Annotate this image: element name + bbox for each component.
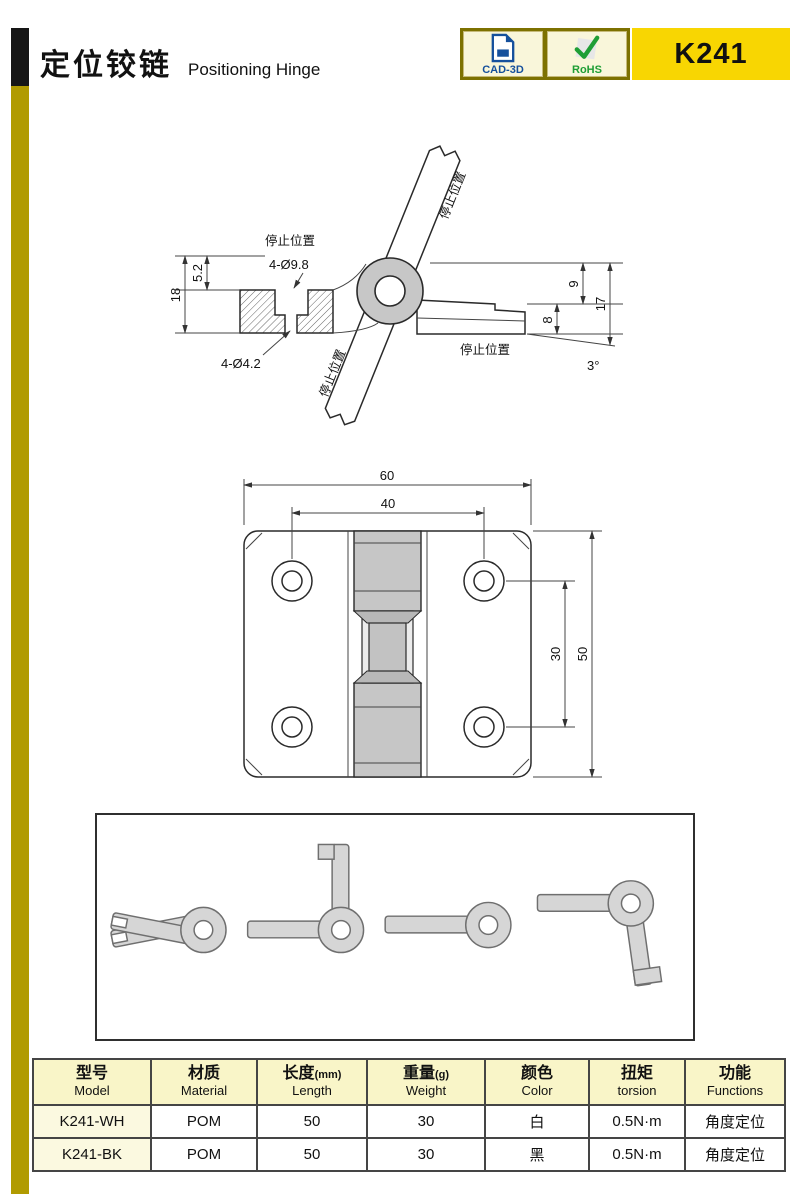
- hinge-position-4: [536, 880, 663, 987]
- dim-counterbore-label: 4-Ø9.8: [269, 257, 309, 272]
- left-stripe-top-block: [11, 28, 29, 86]
- cad-3d-badge[interactable]: CAD-3D: [463, 31, 543, 77]
- hinge-pin: [368, 622, 407, 672]
- dim-30-label: 30: [548, 647, 563, 661]
- front-view-dimensions: 60 40 30 50: [243, 468, 602, 778]
- rohs-check-icon: [574, 35, 600, 60]
- cell-color: 白: [484, 1104, 590, 1139]
- badge-panel: CAD-3D RoHS: [460, 28, 630, 80]
- dim-9-label: 9: [566, 280, 581, 287]
- hinge-position-1: [110, 906, 227, 954]
- right-arm: [416, 299, 526, 335]
- side-view-drawing: 5.2 18 4-Ø9.8 4-Ø4.2 停止位置 停止位置 停止位置 停止位置…: [145, 132, 645, 444]
- cell-color: 黑: [484, 1137, 590, 1172]
- cell-functions: 角度定位: [684, 1137, 786, 1172]
- hinge-barrel: [352, 530, 423, 778]
- front-view-svg: 60 40 30 50: [243, 468, 602, 778]
- table-row: K241-WH POM 50 30 白 0.5N·m 角度定位: [32, 1104, 786, 1139]
- rohs-badge[interactable]: RoHS: [547, 31, 627, 77]
- page-title-cn: 定位铰链: [40, 49, 172, 82]
- spec-table: 型号 Model 材质 Material 长度(mm) Length 重量(g)…: [32, 1058, 786, 1172]
- side-view-svg: 5.2 18 4-Ø9.8 4-Ø4.2 停止位置 停止位置 停止位置 停止位置…: [168, 145, 623, 426]
- cell-torsion: 0.5N·m: [588, 1104, 686, 1139]
- dim-17-label: 17: [593, 297, 608, 311]
- dim-18-label: 18: [168, 288, 183, 302]
- position-examples-box: [95, 813, 695, 1041]
- spec-table-header-row: 型号 Model 材质 Material 长度(mm) Length 重量(g)…: [32, 1058, 786, 1106]
- left-plate-section: [239, 263, 379, 334]
- col-header-material: 材质 Material: [150, 1058, 258, 1106]
- cad-3d-icon: [491, 33, 515, 63]
- position-examples-svg: [110, 843, 663, 987]
- cell-torsion: 0.5N·m: [588, 1137, 686, 1172]
- dim-50-label: 50: [575, 647, 590, 661]
- rohs-label: RoHS: [572, 64, 602, 76]
- dim-hole-label: 4-Ø4.2: [221, 356, 261, 371]
- model-code-box: K241: [632, 28, 790, 80]
- page-title-en: Positioning Hinge: [188, 60, 321, 79]
- col-header-functions: 功能 Functions: [684, 1058, 786, 1106]
- col-header-weight: 重量(g) Weight: [366, 1058, 486, 1106]
- cell-model: K241-BK: [32, 1137, 152, 1172]
- cell-material: POM: [150, 1104, 258, 1139]
- left-dimensions: 5.2 18 4-Ø9.8 4-Ø4.2: [168, 255, 309, 371]
- header: 定位铰链 Positioning Hinge: [40, 40, 320, 84]
- col-header-model: 型号 Model: [32, 1058, 152, 1106]
- pivot-knuckle: [356, 257, 424, 325]
- mounting-holes: [271, 560, 505, 748]
- cell-weight: 30: [366, 1104, 486, 1139]
- front-view-drawing: 60 40 30 50: [230, 455, 630, 800]
- cell-length: 50: [256, 1137, 368, 1172]
- col-header-torsion: 扭矩 torsion: [588, 1058, 686, 1106]
- cad-3d-label: CAD-3D: [482, 64, 524, 76]
- dim-60-label: 60: [380, 468, 394, 483]
- stop-label-left: 停止位置: [265, 233, 315, 248]
- dim-40-label: 40: [381, 496, 395, 511]
- dim-8-label: 8: [540, 316, 555, 323]
- col-header-color: 颜色 Color: [484, 1058, 590, 1106]
- left-stripe: [11, 86, 29, 1194]
- cell-model: K241-WH: [32, 1104, 152, 1139]
- right-dimensions: 9 8 17 3°: [430, 262, 623, 373]
- table-row: K241-BK POM 50 30 黑 0.5N·m 角度定位: [32, 1137, 786, 1172]
- dim-5-2-label: 5.2: [190, 264, 205, 282]
- cell-functions: 角度定位: [684, 1104, 786, 1139]
- cell-material: POM: [150, 1137, 258, 1172]
- col-header-length: 长度(mm) Length: [256, 1058, 368, 1106]
- cell-length: 50: [256, 1104, 368, 1139]
- stop-label-right: 停止位置: [460, 342, 510, 357]
- cell-weight: 30: [366, 1137, 486, 1172]
- model-code: K241: [674, 37, 748, 70]
- hinge-position-2: [246, 843, 365, 954]
- dim-angle-label: 3°: [587, 358, 599, 373]
- hinge-position-3: [384, 901, 512, 949]
